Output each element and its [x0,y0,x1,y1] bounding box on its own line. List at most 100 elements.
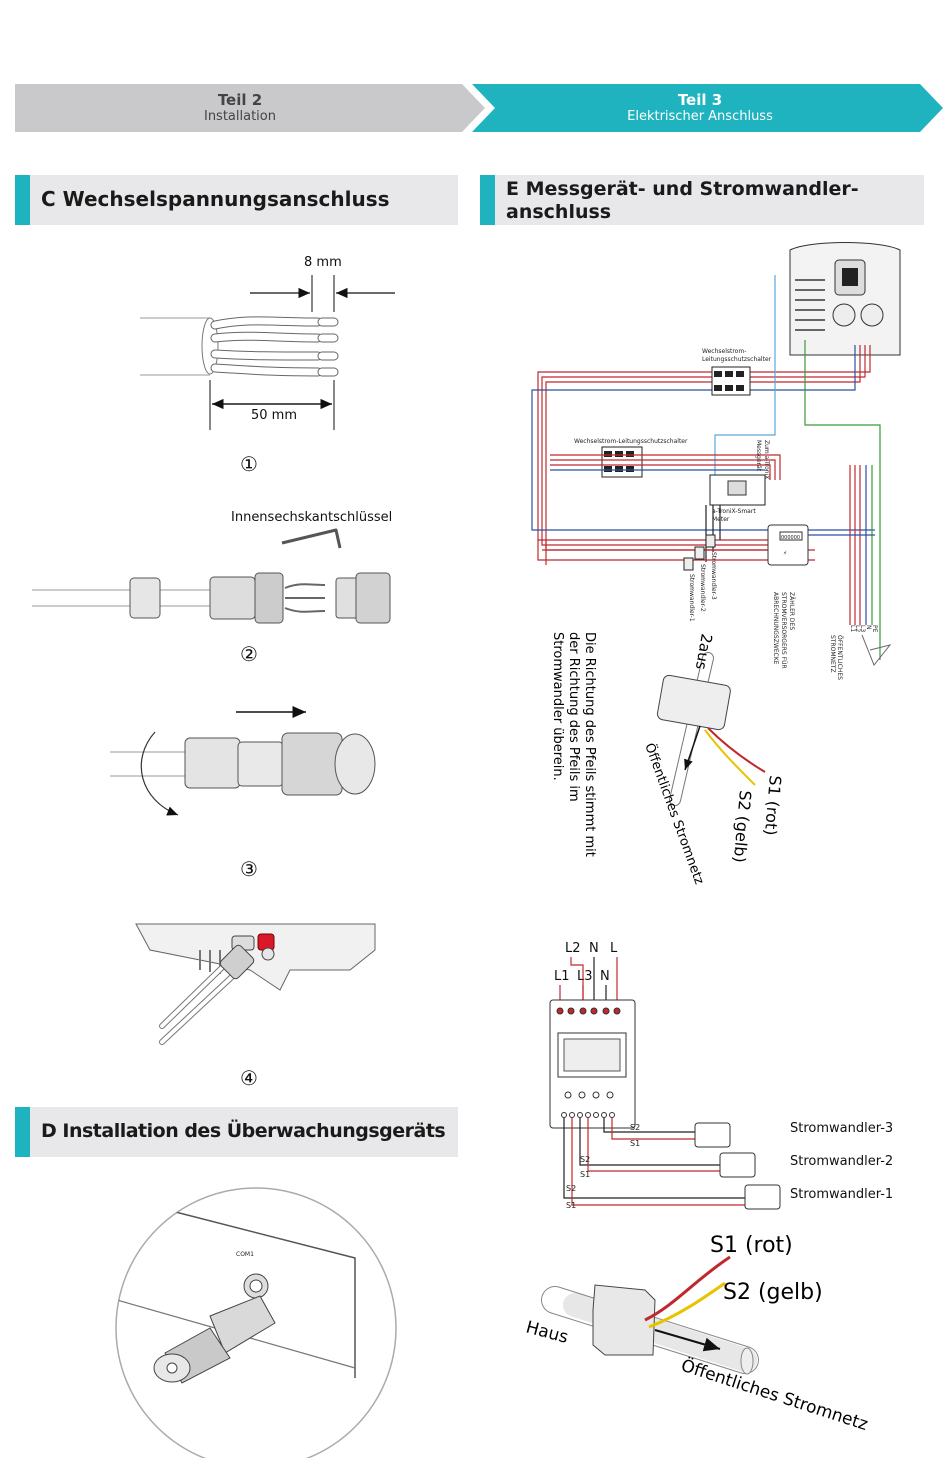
s1-rot-label: S1 (rot) [710,1233,793,1258]
step-1-number: ① [240,452,258,476]
hex-key-label: Innensechskantschlüssel [231,510,392,525]
section-d-title: D Installation des Überwachungsgeräts [41,1120,446,1142]
oeffentliches-stromnetz-label: Öffentliches Stromnetz [678,1354,870,1435]
part2-arrow-shape [15,84,485,132]
section-d-header: D Installation des Überwachungsgeräts [15,1107,458,1157]
direction-note-line3: Stromwandler überein. [550,632,565,781]
ct-output-wires [563,1118,745,1206]
pin-label-l1: L1 [554,969,570,984]
connector-exploded-drawing: Innensechskantschlüssel [32,510,392,624]
ct2-clamp-icon [719,1152,756,1178]
step-4-number: ④ [240,1066,258,1090]
strip-length-label: 8 mm [304,255,342,270]
utility-meter-text: ZÄHLER DES STROMVERSORGERS FÜR ABRECHNUN… [772,592,795,669]
pin-label-l2: L2 [565,941,581,956]
pin-l1: L1 [849,625,856,632]
section-c-illustrations: 8 mm 50 mm ① Innensechskantschlüssel [32,255,395,1090]
connector-assembled-drawing [110,706,376,816]
banner-arrows [15,84,943,132]
part-banner: Teil 2 Installation Teil 3 Elektrischer … [15,84,945,132]
part3-arrow-shape [472,84,943,132]
to-meter-label-group: Zum a-TroniX Messgerät [755,440,770,479]
ct-clamp-drawing-rotated: 2aus S1 (rot) S2 (gelb) Öffentliches Str… [641,632,785,886]
utility-meter: 000000 ⚡ [767,524,809,566]
direction-note-line2: der Richtung des Pfeils im [566,632,581,802]
section-e-title-line2: anschluss [506,201,612,223]
smart-meter-label: a-TroniX-Smart [712,508,756,515]
cable-strip-drawing: 8 mm 50 mm [140,255,395,430]
breaker2-label: Wechselstrom-Leitungsschutzschalter [574,438,688,445]
ct3-label: Stromwandler-3 [710,552,717,600]
smart-meter-device: a-TroniX-Smart Meter [709,474,766,523]
lightning-icon: ⚡ [783,550,787,557]
ct1-symbol [683,557,694,571]
section-c-title: C Wechselspannungsanschluss [41,187,390,211]
ct3-clamp-icon [694,1122,731,1148]
haus-label: Haus [524,1318,571,1348]
ct-clamp-orientation-drawing: S1 (rot) S2 (gelb) Haus Öffentliches Str… [524,1233,871,1435]
to-meter-label: Zum a-TroniX [763,440,770,479]
ct2-s1-label: S1 [580,1170,590,1179]
ct3-name-label: Stromwandler-3 [790,1121,893,1136]
ct1-clamp-icon [744,1184,781,1210]
utility-meter-label1: ZÄHLER DES [788,592,795,630]
part3-label: Teil 3 [677,91,723,109]
section-e-header: E Messgerät- und Stromwandler- anschluss [480,175,924,225]
pin-label-l: L [610,941,618,956]
breaker2-wires [550,454,781,480]
section-accent-bar [15,175,30,225]
grid-pins: L1 L2 L3 N PE [849,625,878,633]
breaker1-label-b: Leitungsschutzschalter [702,356,772,363]
utility-meter-label3: ABRECHNUNGSZWECKE [772,592,779,665]
pin-l3: L3 [859,625,866,632]
smart-meter-label2: Meter [712,516,730,523]
jacket-length-label: 50 mm [251,408,297,423]
utility-meter-label2: STROMVERSORGERS FÜR [780,592,787,669]
ct-lines [537,505,815,565]
breaker1-label: Wechselstrom- [702,348,746,355]
s2-rotated-label: S2 (gelb) [730,790,755,864]
direction-note-line1: Die Richtung des Pfeils stimmt mit [582,632,597,857]
s1-rotated-label: S1 (rot) [761,775,785,837]
ct1-s1-label: S1 [566,1201,576,1210]
ct1-label: Stromwandler-1 [688,574,695,622]
com1-port-label: COM1 [236,1251,254,1258]
meter-body [549,999,636,1129]
wiring-diagram: Wechselstrom- Leitungsschutzschalter Wec… [531,242,901,887]
ct2-symbol [694,546,705,560]
pin-l2: L2 [854,625,861,632]
pin-n: N [865,625,872,630]
section-c-header: C Wechselspannungsanschluss [15,175,458,225]
ct3-s1-label: S1 [630,1139,640,1148]
part2-label: Teil 2 [217,91,263,109]
grid-rotated-label: Öffentliches Stromnetz [641,741,708,887]
grid-lines [808,465,875,625]
ct2-name-label: Stromwandler-2 [790,1154,893,1169]
section-accent-bar [15,1107,30,1157]
part2-step[interactable]: Teil 2 Installation [15,91,465,125]
grid-tower-icon [861,634,892,666]
monitoring-device-drawing: COM1 [115,1187,397,1458]
pin-label-l3: L3 [577,969,593,984]
section-accent-bar [480,175,495,225]
ct3-s2-label: S2 [630,1123,640,1132]
breaker2 [601,446,643,478]
pin-label-n-top: N [589,941,599,956]
grid-label1: ÖFFENTLICHES [836,635,843,680]
pin-pe: PE [871,625,878,633]
part3-step[interactable]: Teil 3 Elektrischer Anschluss [475,91,925,125]
utility-meter-display: 000000 [781,535,800,541]
breaker1 [711,366,751,396]
part2-subtitle: Installation [203,109,276,124]
grid-label2: STROMNETZ [829,635,836,673]
ct1-name-label: Stromwandler-1 [790,1187,893,1202]
ct1-s2-label: S2 [566,1184,576,1193]
pin-label-n: N [600,969,610,984]
meter-ct-connection-diagram: L2 N L L1 L3 N S2 S1 S2 S1 S2 S1 Stromwa… [549,941,893,1210]
ct2-s2-label: S2 [580,1155,590,1164]
s2-gelb-label: S2 (gelb) [723,1280,823,1305]
inverter-corner [789,242,901,356]
ct2-label: Stromwandler-2 [699,564,706,612]
step-3-number: ③ [240,857,258,881]
ct-direction-note: Die Richtung des Pfeils stimmt mit der R… [550,632,597,857]
